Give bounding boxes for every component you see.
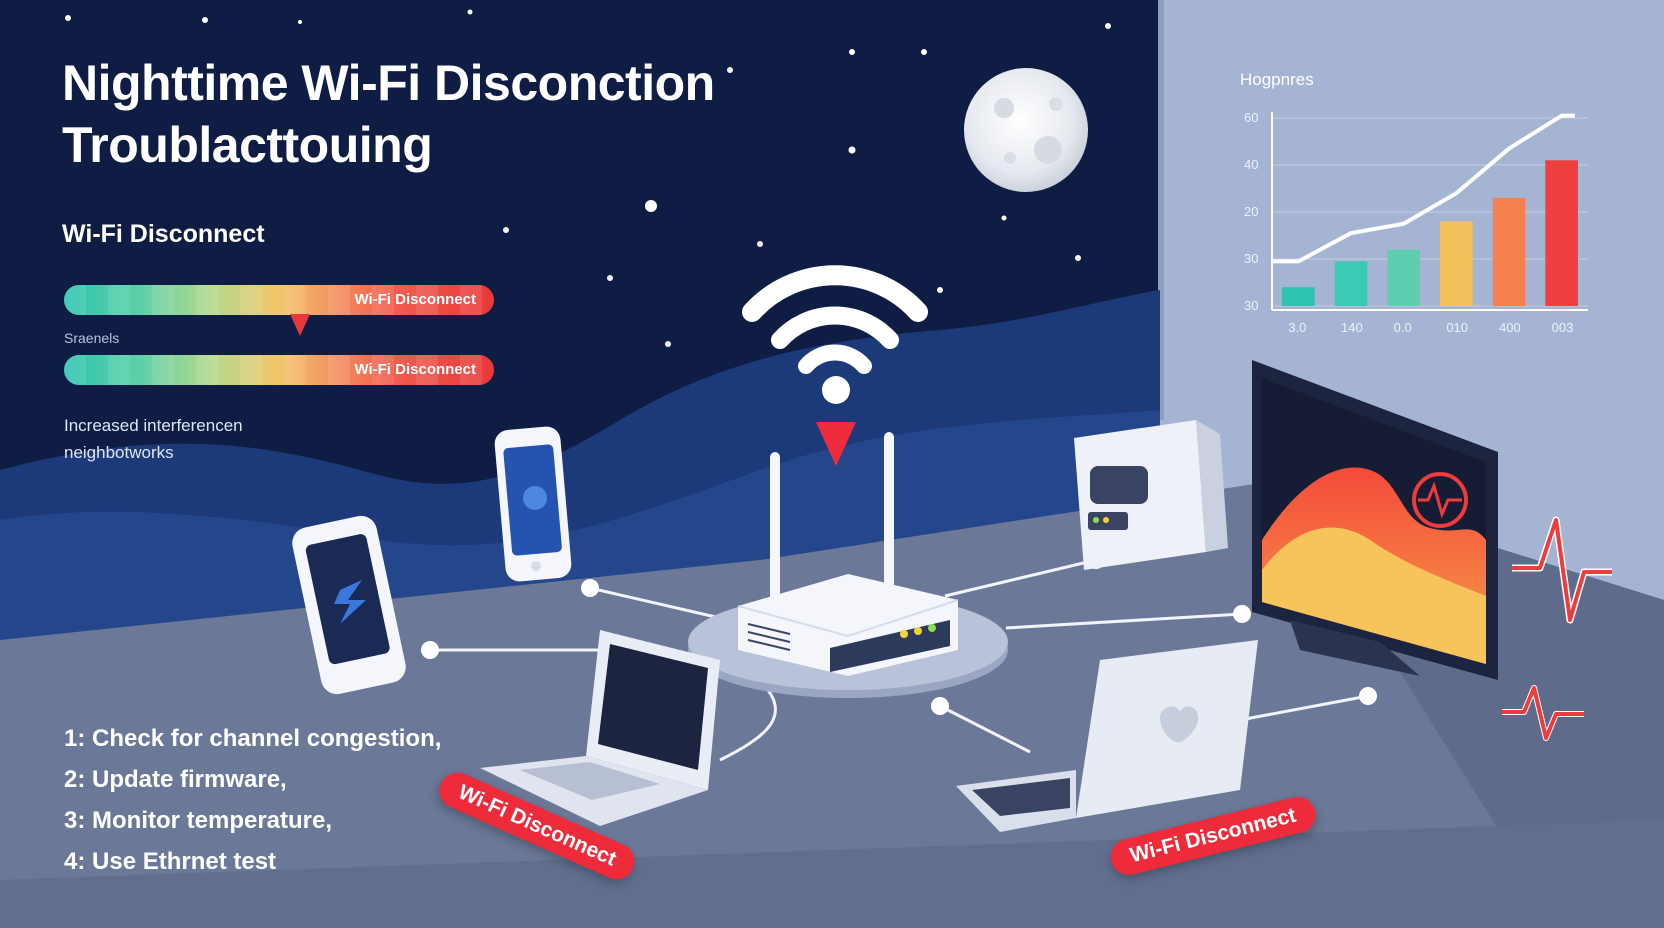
x-tick-label: 3.0 bbox=[1288, 320, 1306, 335]
signals-label: Sraenels bbox=[64, 330, 120, 346]
gauge-tag-2: Wi-Fi Disconnect bbox=[354, 361, 476, 378]
chart-trend-line bbox=[1272, 113, 1575, 264]
chart-bar bbox=[1282, 287, 1315, 306]
chart-title: Hogpnres bbox=[1240, 70, 1314, 89]
x-tick-label: 140 bbox=[1341, 320, 1363, 335]
y-tick-label: 30 bbox=[1244, 298, 1258, 313]
chart-bar bbox=[1440, 221, 1473, 306]
server-icon bbox=[1074, 420, 1228, 570]
macbook-icon bbox=[956, 640, 1258, 832]
page-title: Nighttime Wi-Fi Disconction Troublacttou… bbox=[62, 52, 715, 176]
y-tick-label: 20 bbox=[1244, 204, 1258, 219]
network-connections bbox=[430, 558, 1369, 762]
heartbeat-icon bbox=[1502, 516, 1612, 741]
step-item: 2: Update firmware, bbox=[64, 766, 287, 793]
signal-gauge-2: Wi-Fi Disconnect bbox=[64, 355, 494, 385]
section-heading: Wi-Fi Disconnect bbox=[62, 220, 265, 248]
x-tick-label: 400 bbox=[1499, 320, 1521, 335]
x-tick-label: 003 bbox=[1552, 320, 1574, 335]
title-line-1: Nighttime Wi-Fi Disconction bbox=[62, 55, 715, 111]
chart-bar bbox=[1387, 249, 1420, 306]
y-tick-label: 40 bbox=[1244, 157, 1258, 172]
y-tick-label: 60 bbox=[1244, 110, 1258, 125]
troubleshooting-steps: 1: Check for channel congestion, 2: Upda… bbox=[64, 718, 441, 882]
chart-bar bbox=[1492, 197, 1526, 306]
chart-bar bbox=[1334, 261, 1368, 306]
chart-bar bbox=[1545, 160, 1578, 306]
phone-icon bbox=[494, 426, 572, 582]
title-line-2: Troublacttouing bbox=[62, 117, 433, 173]
laptop-icon bbox=[480, 630, 720, 826]
note-line-1: Increased interferencen bbox=[64, 416, 243, 435]
step-item: 4: Use Ethrnet test bbox=[64, 848, 277, 875]
phone-icon bbox=[292, 515, 406, 695]
gauge-marker bbox=[290, 314, 310, 336]
wifi-icon bbox=[742, 265, 928, 466]
monitor-icon bbox=[1252, 360, 1498, 680]
y-tick-label: 30 bbox=[1244, 251, 1258, 266]
router-icon bbox=[688, 432, 1008, 698]
x-tick-label: 0.0 bbox=[1394, 320, 1412, 335]
moon-icon bbox=[964, 68, 1088, 192]
signal-gauge-1: Wi-Fi Disconnect bbox=[64, 285, 494, 315]
x-tick-label: 010 bbox=[1446, 320, 1468, 335]
step-item: 1: Check for channel congestion, bbox=[64, 725, 442, 752]
note-line-2: neighbotworks bbox=[64, 443, 174, 462]
interference-note: Increased interferencen neighbotworks bbox=[64, 412, 243, 466]
signal-chart: 60 40 20 30 30 3.0 140 0.0 010 400 003 bbox=[1244, 110, 1588, 335]
step-item: 3: Monitor temperature, bbox=[64, 807, 333, 834]
gauge-tag-1: Wi-Fi Disconnect bbox=[354, 291, 476, 308]
